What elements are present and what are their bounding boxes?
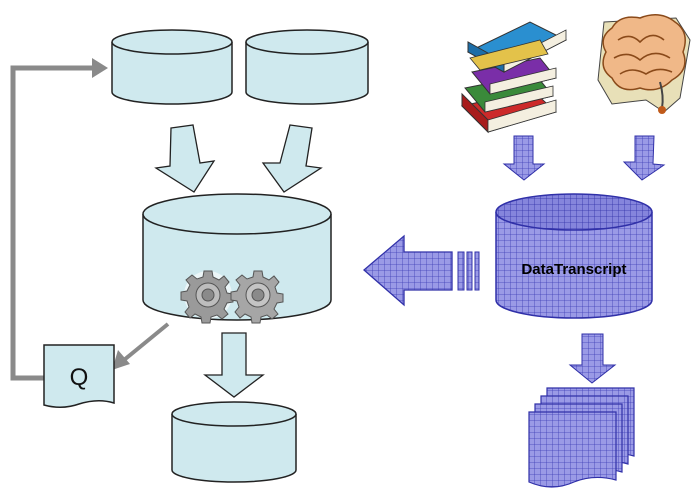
document-stack-icon [528,387,635,488]
source-database-2 [245,29,369,105]
arrow-brain-to-transcript [622,135,666,181]
arrow-transcript-to-central [363,234,480,307]
query-label: Q [70,364,89,391]
arrow-transcript-to-documents [568,333,617,384]
arrow-central-to-query [112,322,170,370]
books-icon [461,21,568,134]
brain-icon [597,14,691,114]
feedback-loop-arrow [10,58,108,381]
query-document-icon: Q [43,344,115,408]
source-database-1 [111,29,233,105]
arrow-db2-to-central [261,124,323,193]
arrow-central-to-output [203,332,265,398]
arrow-books-to-transcript [502,135,546,181]
arrow-db1-to-central [154,124,216,193]
output-database [171,401,297,483]
gears-icon [180,270,284,324]
data-transcript-database: DataTranscript [495,193,653,319]
data-transcript-label: DataTranscript [521,261,626,278]
